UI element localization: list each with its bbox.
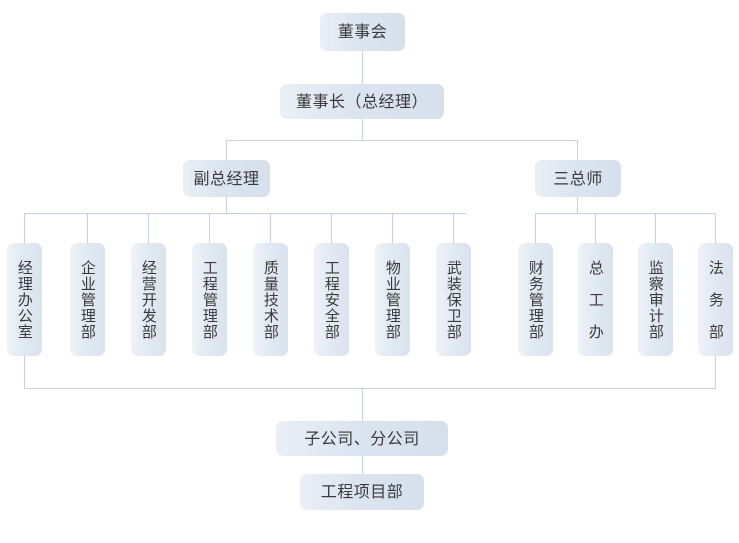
node-project-department[interactable]: 工程项目部 [300,474,424,510]
connector-right-dept-4 [715,213,716,243]
node-chief-engineer-office-label: 总 工 办 [586,259,605,340]
node-manager-office[interactable]: 经理办公室 [7,243,42,356]
connector-right-dept-3 [655,213,656,243]
connector-chairman-drop [362,119,363,140]
node-finance-management[interactable]: 财务管理部 [518,243,553,356]
node-deputy-gm-label: 副总经理 [193,168,260,188]
node-manager-office-label: 经理办公室 [15,259,34,340]
node-property-management-label: 物业管理部 [383,259,402,340]
connector-bottom-left-riser [24,356,25,388]
connector-left-dept-3 [148,213,149,243]
connector-bottom-right-riser [715,356,716,388]
node-engineering-management[interactable]: 工程管理部 [192,243,227,356]
node-deputy-gm[interactable]: 副总经理 [183,160,270,197]
node-legal-affairs[interactable]: 法 务 部 [698,243,733,356]
connector-left-dept-7 [392,213,393,243]
connector-bottom-bus [24,388,716,389]
node-business-development[interactable]: 经营开发部 [131,243,166,356]
connector-left-dept-1 [24,213,25,243]
connector-to-three-chiefs [577,140,578,160]
node-subsidiaries[interactable]: 子公司、分公司 [276,421,448,456]
connector-deputy-gm-drop [226,197,227,213]
connector-right-dept-1 [535,213,536,243]
node-armed-security-label: 武装保卫部 [444,259,463,340]
connector-level2-bus [226,140,578,141]
node-supervision-audit-label: 监察审计部 [646,259,665,340]
node-three-chiefs[interactable]: 三总师 [535,160,621,197]
node-finance-management-label: 财务管理部 [526,259,545,340]
connector-left-dept-bus [24,213,466,214]
connector-three-chiefs-drop [577,197,578,213]
node-board-label: 董事会 [337,22,388,41]
node-quality-technology[interactable]: 质量技术部 [253,243,288,356]
connector-left-dept-8 [453,213,454,243]
node-quality-technology-label: 质量技术部 [261,259,280,340]
node-chairman-label: 董事长（总经理） [295,91,428,111]
node-chairman[interactable]: 董事长（总经理） [280,84,444,119]
connector-subsidiaries-to-project [362,456,363,474]
connector-left-dept-6 [331,213,332,243]
node-chief-engineer-office[interactable]: 总 工 办 [578,243,613,356]
node-subsidiaries-label: 子公司、分公司 [304,428,420,448]
connector-right-dept-2 [595,213,596,243]
connector-left-dept-2 [87,213,88,243]
node-armed-security[interactable]: 武装保卫部 [436,243,471,356]
connector-left-dept-4 [209,213,210,243]
connector-left-dept-5 [270,213,271,243]
node-legal-affairs-label: 法 务 部 [706,259,725,340]
node-engineering-safety-label: 工程安全部 [322,259,341,340]
connector-board-to-chairman [362,51,363,84]
node-business-development-label: 经营开发部 [139,259,158,340]
node-enterprise-management-label: 企业管理部 [78,259,97,340]
node-engineering-management-label: 工程管理部 [200,259,219,340]
connector-bottom-to-subsidiaries [362,388,363,421]
node-enterprise-management[interactable]: 企业管理部 [70,243,105,356]
node-supervision-audit[interactable]: 监察审计部 [638,243,673,356]
node-property-management[interactable]: 物业管理部 [375,243,410,356]
node-three-chiefs-label: 三总师 [553,168,603,188]
node-engineering-safety[interactable]: 工程安全部 [314,243,349,356]
node-project-department-label: 工程项目部 [320,482,404,501]
connector-to-deputy-gm [226,140,227,160]
connector-right-dept-bus [535,213,715,214]
node-board[interactable]: 董事会 [320,13,405,51]
